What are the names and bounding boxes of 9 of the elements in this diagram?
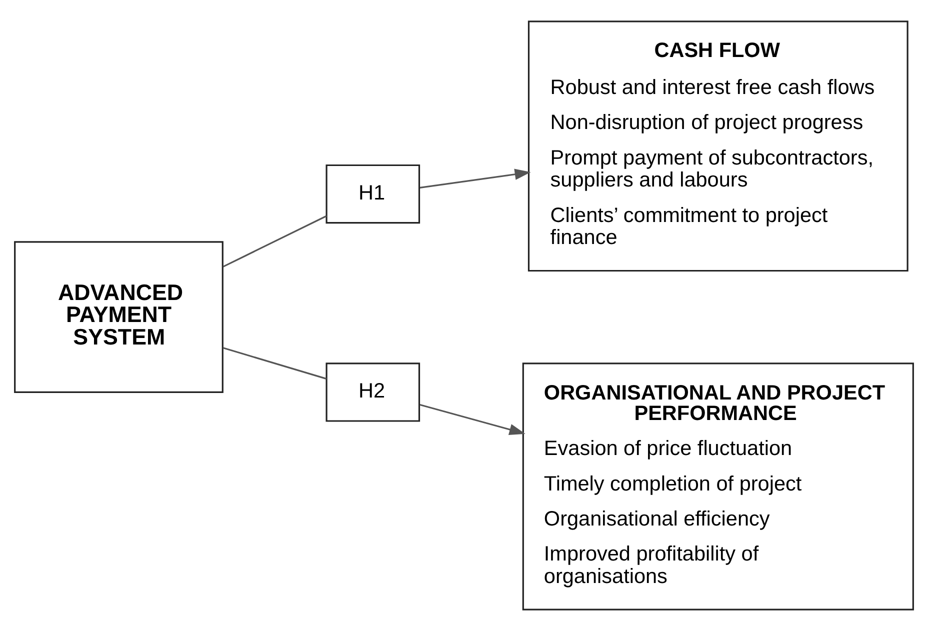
node-box: CASH FLOW Robust and interest free cash flows Non-disruption of project progress Prompt payment of subcontractors, suppliers and labours Clients’ commitment to project finance [528, 20, 908, 272]
connector [222, 214, 327, 267]
node-box: H2 [326, 362, 420, 422]
connector [222, 346, 327, 380]
node-box: ADVANCED PAYMENT SYSTEM [14, 240, 224, 393]
node-box: ORGANISATIONAL AND PROJECT PERFORMANCE Evasion of price fluctuation Timely completion of project Organisational efficiency Improved profitability of organisations [522, 362, 914, 610]
node-box: H1 [326, 164, 420, 224]
arrow [420, 168, 531, 188]
arrow [420, 403, 526, 434]
